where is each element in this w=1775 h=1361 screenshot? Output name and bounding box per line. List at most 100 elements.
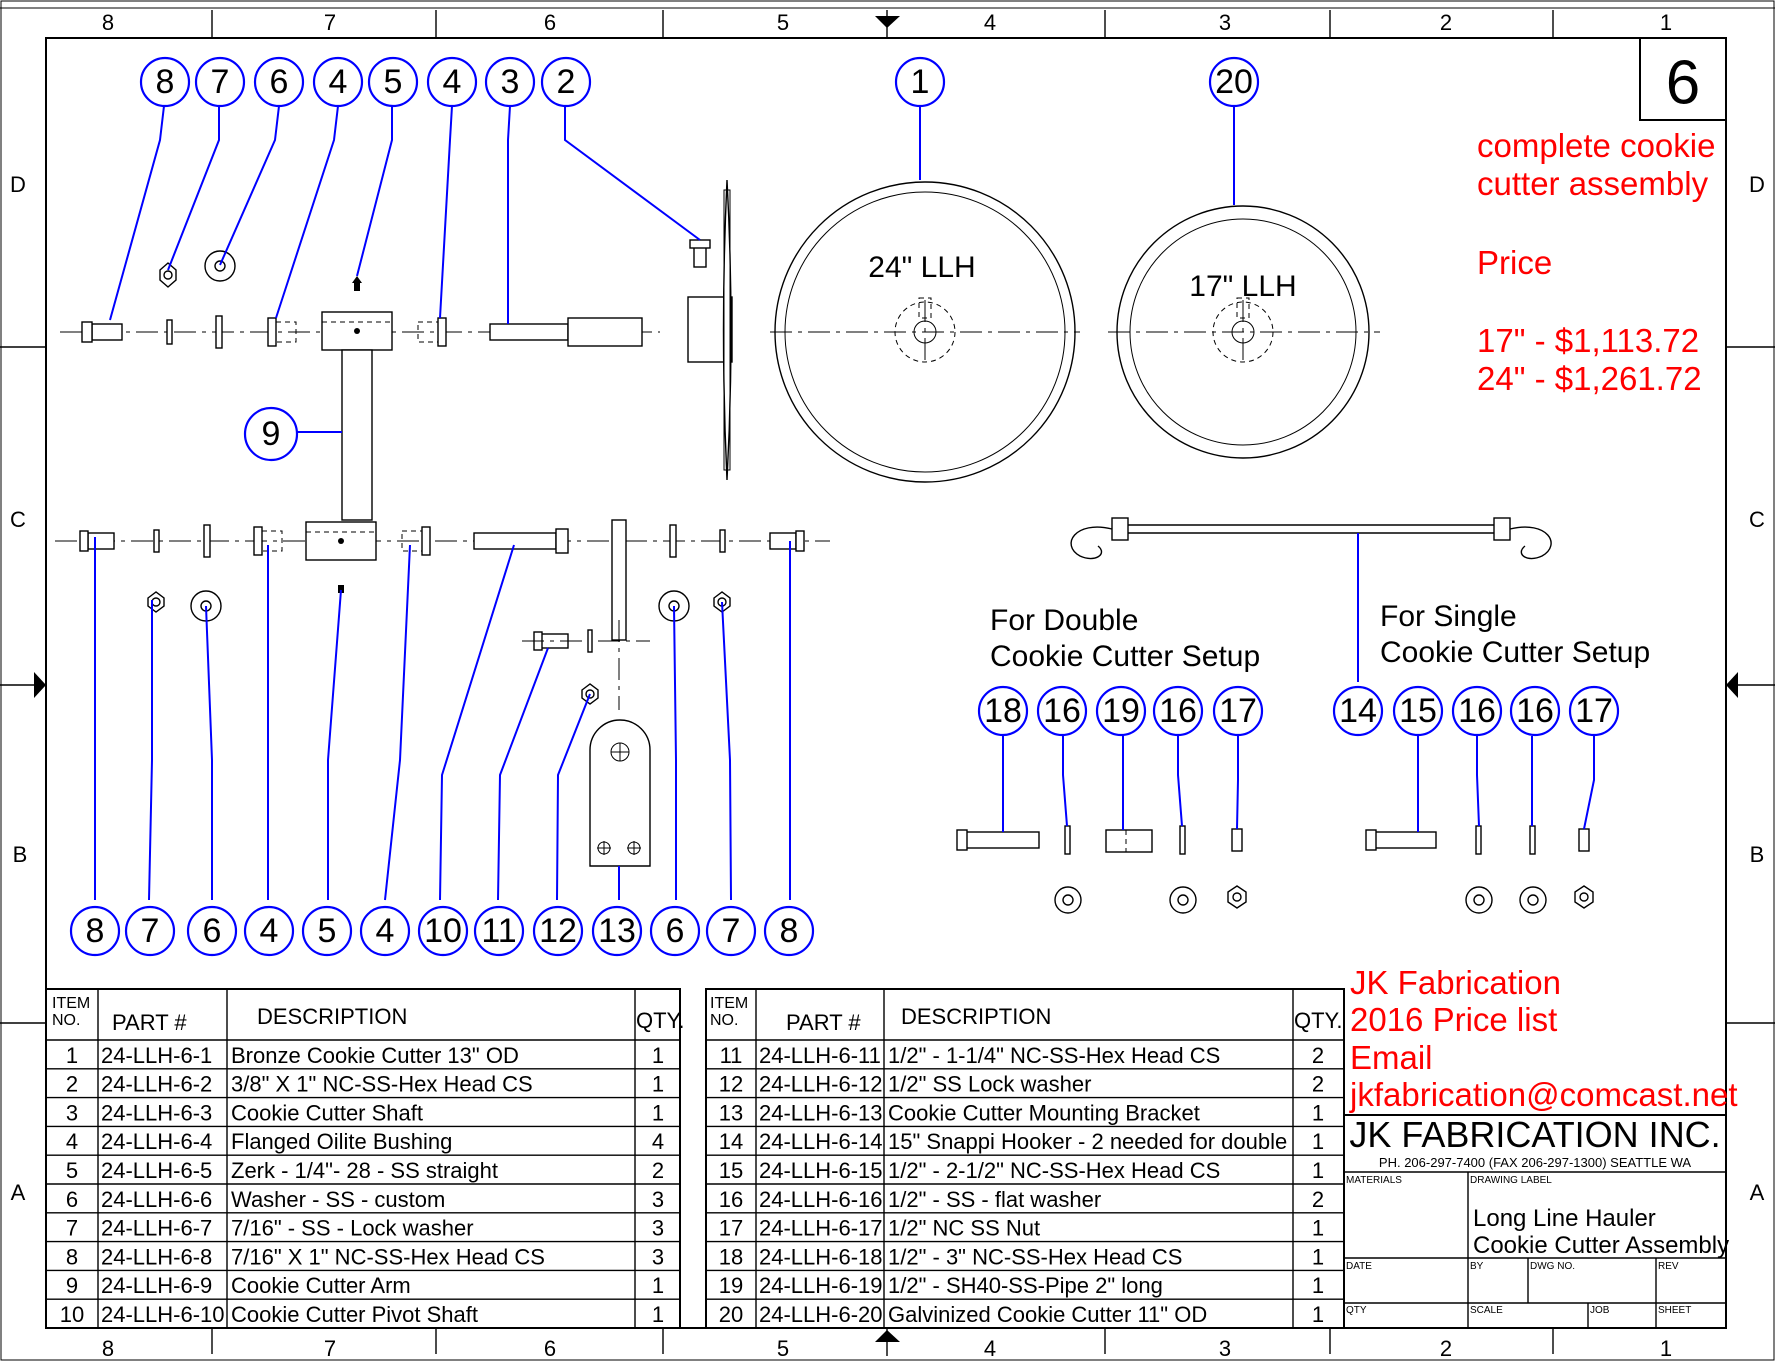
balloon: 15 xyxy=(1392,685,1444,737)
bom-cell-part: 24-LLH-6-14 xyxy=(759,1129,883,1154)
bom-cell-qty: 1 xyxy=(652,1072,664,1097)
balloon-number: 13 xyxy=(598,912,636,950)
bom-cell-item: 3 xyxy=(66,1100,78,1125)
balloon-number: 15 xyxy=(1399,692,1437,730)
bom-cell-part: 24-LLH-6-7 xyxy=(101,1216,212,1241)
arm-9 xyxy=(341,349,373,521)
balloon: 11 xyxy=(473,905,525,957)
balloon-number: 17 xyxy=(1219,692,1257,730)
zone-row-label: D xyxy=(10,172,26,197)
bom-cell-item: 8 xyxy=(66,1244,78,1269)
bom-cell-part: 24-LLH-6-13 xyxy=(759,1100,883,1125)
bom-cell-qty: 1 xyxy=(1312,1273,1324,1298)
bom-cell-item: 2 xyxy=(66,1072,78,1097)
title-block: JK FABRICATION INC. PH. 206-297-7400 (FA… xyxy=(1343,1114,1729,1329)
balloon: 12 xyxy=(532,905,584,957)
balloons-bottom: 8 7 6 4 5 4 10 11 12 13 6 7 8 xyxy=(69,905,815,957)
bom-cell-part: 24-LLH-6-4 xyxy=(101,1129,212,1154)
zone-col-label: 2 xyxy=(1440,10,1452,35)
leader-lines xyxy=(94,105,1595,901)
job-label: JOB xyxy=(1590,1305,1610,1316)
bom-cell-description: Bronze Cookie Cutter 13" OD xyxy=(231,1043,519,1068)
zone-row-label: A xyxy=(11,1180,26,1205)
zone-col-label: 7 xyxy=(324,10,336,35)
zone-col-label: 8 xyxy=(102,10,114,35)
balloon: 5 xyxy=(301,905,353,957)
balloon: 16 xyxy=(1036,685,1088,737)
bom-cell-qty: 3 xyxy=(652,1187,664,1212)
bom-cell-description: Galvinized Cookie Cutter 11" OD xyxy=(888,1302,1207,1327)
balloon-number: 16 xyxy=(1458,692,1496,730)
bom-cell-item: 10 xyxy=(60,1302,84,1327)
bom-cell-description: 15" Snappi Hooker - 2 needed for double xyxy=(888,1129,1287,1154)
balloon-number: 19 xyxy=(1102,692,1140,730)
balloon: 14 xyxy=(1332,685,1384,737)
balloon: 8 xyxy=(139,56,191,108)
bom-cell-qty: 1 xyxy=(652,1302,664,1327)
materials-label: MATERIALS xyxy=(1346,1175,1402,1186)
balloon-number: 1 xyxy=(911,63,930,101)
wheel-17: 17" LLH xyxy=(1108,205,1380,459)
bom-cell-description: 1/2" - 2-1/2" NC-SS-Hex Head CS xyxy=(888,1158,1220,1183)
bom-item-header: NO. xyxy=(710,1012,738,1029)
balloon-number: 2 xyxy=(557,63,576,101)
price-heading: Price xyxy=(1477,244,1552,281)
company-note: JK Fabrication 2016 Price list Email jkf… xyxy=(1349,964,1738,1113)
email-address: jkfabrication@comcast.net xyxy=(1349,1076,1738,1113)
zone-col-label: 8 xyxy=(102,1336,114,1361)
bom-description-header: DESCRIPTION xyxy=(257,1004,407,1029)
bom-cell-part: 24-LLH-6-2 xyxy=(101,1072,212,1097)
bom-cell-part: 24-LLH-6-11 xyxy=(759,1043,881,1068)
balloon: 9 xyxy=(243,406,299,462)
balloon: 19 xyxy=(1095,685,1147,737)
bom-cell-qty: 1 xyxy=(1312,1244,1324,1269)
bom-cell-part: 24-LLH-6-8 xyxy=(101,1244,212,1269)
bom-cell-part: 24-LLH-6-18 xyxy=(759,1244,883,1269)
zone-col-label: 6 xyxy=(544,1336,556,1361)
zone-row-label: B xyxy=(13,842,28,867)
zone-labels-bottom: 8 7 6 5 4 3 2 1 xyxy=(102,1336,1672,1361)
bom-cell-qty: 3 xyxy=(652,1216,664,1241)
bom-cell-description: 3/8" X 1" NC-SS-Hex Head CS xyxy=(231,1072,533,1097)
dwg-no-label: DWG NO. xyxy=(1530,1261,1575,1272)
balloon: 16 xyxy=(1509,685,1561,737)
balloon-number: 11 xyxy=(481,912,516,950)
bom-cell-part: 24-LLH-6-20 xyxy=(759,1302,883,1327)
company-note-line: 2016 Price list xyxy=(1350,1001,1557,1038)
balloon: 13 xyxy=(591,905,643,957)
bom-item-header: ITEM xyxy=(52,995,90,1012)
balloon: 4 xyxy=(359,905,411,957)
balloons-top: 8 7 6 4 5 4 3 2 1 20 9 xyxy=(139,56,1260,462)
bom-cell-item: 16 xyxy=(719,1187,743,1212)
balloon: 7 xyxy=(124,905,176,957)
balloon: 8 xyxy=(763,905,815,957)
balloon: 16 xyxy=(1451,685,1503,737)
bom-qty-header: QTY. xyxy=(1294,1008,1343,1033)
bom-cell-part: 24-LLH-6-3 xyxy=(101,1100,212,1125)
drawing-label-caption: DRAWING LABEL xyxy=(1470,1175,1552,1186)
bom-cell-item: 9 xyxy=(66,1273,78,1298)
zone-labels-rows: D C B A D C B A xyxy=(10,172,1765,1205)
bom-cell-description: 7/16" X 1" NC-SS-Hex Head CS xyxy=(231,1244,545,1269)
balloon: 5 xyxy=(367,56,419,108)
bom-cell-qty: 2 xyxy=(1312,1043,1324,1068)
double-setup-label: Cookie Cutter Setup xyxy=(990,640,1260,673)
balloon-number: 4 xyxy=(443,63,462,101)
bom-cell-qty: 1 xyxy=(1312,1158,1324,1183)
balloon: 20 xyxy=(1208,56,1260,108)
balloon: 3 xyxy=(484,56,536,108)
zone-col-label: 5 xyxy=(777,1336,789,1361)
bom-cell-item: 19 xyxy=(719,1273,743,1298)
balloon-number: 16 xyxy=(1159,692,1197,730)
bom-cell-item: 12 xyxy=(719,1072,743,1097)
balloon-number: 4 xyxy=(376,912,395,950)
bom-cell-qty: 2 xyxy=(652,1158,664,1183)
bom-cell-item: 14 xyxy=(719,1129,743,1154)
bom-cell-item: 17 xyxy=(719,1216,743,1241)
top-row-parts xyxy=(60,179,733,481)
balloon-number: 8 xyxy=(780,912,799,950)
balloon-number: 10 xyxy=(424,912,462,950)
bom-cell-description: Cookie Cutter Shaft xyxy=(231,1100,423,1125)
zone-col-label: 1 xyxy=(1660,1336,1672,1361)
